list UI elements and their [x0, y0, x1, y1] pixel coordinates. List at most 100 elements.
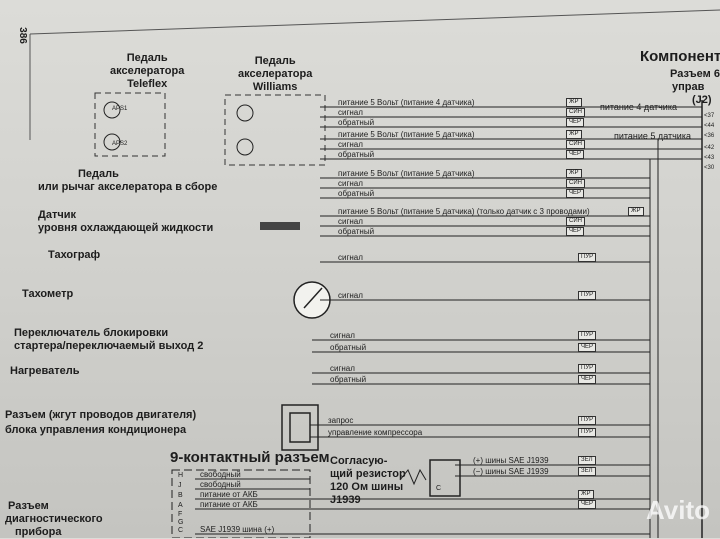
wire-label: сигнал [330, 364, 355, 373]
connector-line1: Разъем 6 [670, 68, 720, 80]
wire-color-tag: ПУР [578, 331, 597, 340]
resistor-connector [429, 459, 461, 497]
wire-label: управление компрессора [328, 428, 423, 437]
wire-color-tag: ЖР [628, 207, 644, 216]
wire-label: питание 5 Вольт (питание 5 датчика) [338, 130, 475, 139]
wire-label: запрос [328, 416, 354, 425]
tachograph-label: Тахограф [48, 249, 101, 261]
coolant-line1: Датчик [38, 209, 76, 221]
nine-pin-wire-label: питание от АКБ [200, 490, 258, 499]
wire-color-tag: СИН [566, 179, 585, 188]
wire-label: сигнал [338, 179, 363, 188]
wire-color-tag: ЗЕЛ [578, 467, 596, 476]
j2-supply5-label: питание 5 датчика [614, 131, 691, 141]
line: 120 Ом шины [330, 481, 404, 493]
line: J1939 [330, 494, 361, 506]
wire-label: сигнал [338, 140, 363, 149]
coolant-sensor-body [260, 222, 300, 230]
wire-label: обратный [338, 118, 375, 127]
j2-pin: <44 [704, 123, 715, 129]
nine-pin-wire-label: свободный [200, 480, 241, 489]
connector-line2: управ [672, 81, 705, 93]
wire-color-tag: ЧЕР [578, 375, 597, 384]
nine-pin-pin: F [178, 511, 183, 518]
wire-color-tag: СИН [566, 217, 585, 226]
tachometer-label: Тахометр [22, 288, 74, 300]
wire-label: обратный [338, 150, 375, 159]
wire-color-tag: ЖР [566, 169, 582, 178]
wire-color-tag: ПУР [578, 364, 597, 373]
wire-label: сигнал [338, 217, 363, 226]
nine-pin-wire-label: SAE J1939 шина (+) [200, 525, 275, 534]
ac-connector-inner [289, 412, 311, 443]
nine-pin-pin: J [178, 482, 182, 489]
nine-pin-pin: H [178, 472, 184, 479]
resistor-pin: C [436, 485, 442, 492]
ac-line1: Разъем (жгут проводов двигателя) [5, 409, 197, 421]
williams-outline [224, 94, 326, 166]
wire-label: сигнал [338, 253, 363, 262]
wire-color-tag: ПУР [578, 291, 597, 300]
williams-aps1 [236, 104, 254, 122]
line: акселератора [238, 68, 313, 80]
wire-label: (+) шины SAE J1939 [473, 456, 549, 465]
line: Teleflex [127, 78, 168, 90]
watermark: Avito [645, 495, 710, 525]
wire-color-tag: ПУР [578, 253, 597, 262]
aps1-sensor [103, 101, 121, 119]
wire-color-tag: ПУР [578, 416, 597, 425]
wire-color-tag: ЖР [566, 130, 582, 139]
header-title: Компоненты [640, 48, 720, 65]
williams-aps2 [236, 138, 254, 156]
nine-pin-outline [171, 469, 311, 538]
wire-color-tag: СИН [566, 140, 585, 149]
wire-color-tag: ЧЕР [566, 227, 585, 236]
ac-connector-box [281, 404, 319, 451]
tachometer-needle [303, 287, 323, 309]
j2-pin: <37 [704, 113, 715, 119]
line: Педаль [126, 52, 168, 64]
wire-color-tag: ПУР [578, 428, 597, 437]
coolant-line2: уровня охлаждающей жидкости [38, 222, 214, 234]
wire-color-tag: ЧЕР [566, 189, 585, 198]
teleflex-outline [94, 92, 166, 157]
starter-switch-line2: стартера/переключаемый выход 2 [14, 340, 204, 352]
wire-label: сигнал [338, 108, 363, 117]
resistor-symbol [399, 468, 427, 486]
j2-pin: <30 [704, 165, 715, 171]
wire-color-tag: СИН [566, 108, 585, 117]
page-top-rule [29, 9, 720, 35]
line: Разъем [8, 500, 49, 512]
wire-label: обратный [338, 227, 375, 236]
wire-color-tag: ЧЕР [566, 150, 585, 159]
wire-label: питание 5 Вольт (питание 4 датчика) [338, 98, 475, 107]
wire-label: обратный [338, 189, 375, 198]
williams-title: Педаль акселератора Williams [238, 55, 312, 94]
pedal-assembly-line1: Педаль [78, 168, 119, 180]
wire-color-tag: ЗЕЛ [578, 456, 596, 465]
nine-pin-pin: B [178, 492, 183, 499]
nine-pin-wire-label: свободный [200, 470, 241, 479]
heater-label: Нагреватель [10, 365, 80, 377]
ac-line2: блока управления кондиционера [5, 424, 187, 436]
diag-label: Разъем диагностического прибора [5, 500, 103, 539]
starter-switch-line1: Переключатель блокировки [14, 327, 169, 339]
wire-color-tag: ЖР [566, 98, 582, 107]
line: Согласую- [330, 455, 388, 467]
wire-label: (−) шины SAE J1939 [473, 467, 549, 476]
line: Williams [252, 81, 298, 93]
teleflex-title: Педаль акселератора Teleflex [110, 52, 184, 91]
wire-label: сигнал [330, 331, 355, 340]
wire-label: питание 5 Вольт (питание 5 датчика) (тол… [338, 207, 590, 216]
line: Педаль [254, 55, 296, 67]
wire-color-tag: ЖР [578, 490, 594, 499]
wire-label: обратный [330, 343, 367, 352]
wire-color-tag: ЧЕР [578, 343, 597, 352]
wire-color-tag: ЧЕР [578, 500, 597, 509]
nine-pin-pin: A [178, 502, 183, 509]
line: щий резистор [330, 468, 406, 480]
nine-pin-pin: C [178, 527, 184, 534]
line: прибора [15, 526, 62, 538]
j2-pin: <36 [704, 133, 715, 139]
